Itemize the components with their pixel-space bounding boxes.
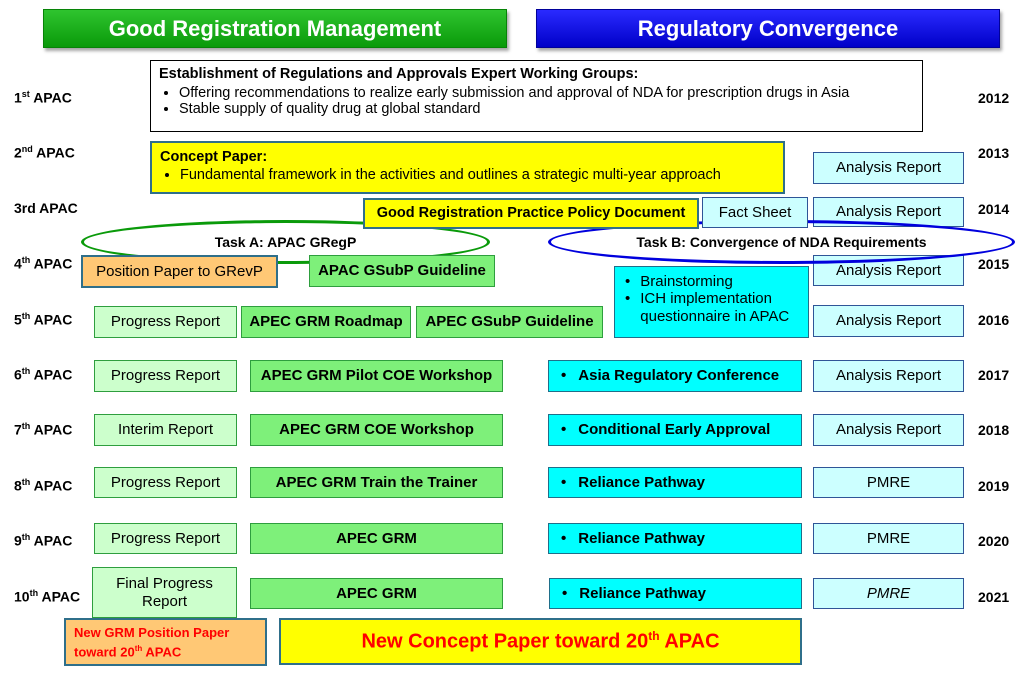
fact-sheet: Fact Sheet (702, 197, 808, 228)
year-2015: 2015 (978, 256, 1010, 272)
asia-regulatory-conference: Asia Regulatory Conference (548, 360, 802, 392)
apec-grm-coe-workshop: APEC GRM COE Workshop (250, 414, 503, 446)
task-a-ellipse (81, 220, 490, 264)
apec-grm-2021: APEC GRM (250, 578, 503, 609)
progress-report-2017: Progress Report (94, 360, 237, 392)
brainstorming-item: Brainstorming (640, 273, 733, 290)
analysis-report-2016: Analysis Report (813, 305, 964, 337)
reliance-pathway-label: Reliance Pathway (561, 474, 705, 491)
year-2012: 2012 (978, 90, 1010, 106)
progress-report-2020: Progress Report (94, 523, 237, 554)
new-grm-position-paper-line1: New GRM Position Paper (74, 625, 230, 640)
ich-questionnaire-item: ICH implementation questionnaire in APAC (640, 290, 790, 325)
reliance-pathway-2020: Reliance Pathway (548, 523, 802, 554)
year-2021: 2021 (978, 589, 1010, 605)
apec-grm-pilot-coe-workshop: APEC GRM Pilot COE Workshop (250, 360, 503, 392)
asia-regulatory-conference-label: Asia Regulatory Conference (561, 367, 779, 384)
row-label-8: 8th APAC (14, 477, 73, 494)
reliance-pathway-label: Reliance Pathway (561, 530, 705, 547)
reliance-pathway-2019: Reliance Pathway (548, 467, 802, 498)
row-label-10: 10th APAC (14, 588, 81, 605)
header-regulatory-convergence: Regulatory Convergence (536, 9, 1000, 48)
bullet-dot: • (625, 290, 631, 308)
apac-gsubp-guideline: APAC GSubP Guideline (309, 255, 495, 287)
reliance-pathway-label: Reliance Pathway (562, 585, 706, 602)
pmre-2020: PMRE (813, 523, 964, 554)
concept-paper-box: Concept Paper: Fundamental framework in … (150, 141, 785, 194)
pmre-2019: PMRE (813, 467, 964, 498)
progress-report-2019: Progress Report (94, 467, 237, 498)
new-concept-paper-label: New Concept Paper toward 20th APAC (361, 628, 720, 653)
pmre-2021: PMRE (813, 578, 964, 609)
task-b-label: Task B: Convergence of NDA Requirements (636, 234, 927, 250)
row-label-1: 1st APAC (14, 89, 72, 106)
new-grm-position-paper: New GRM Position Paper toward 20th APAC (64, 618, 267, 666)
analysis-report-2018: Analysis Report (813, 414, 964, 446)
new-concept-paper: New Concept Paper toward 20th APAC (279, 618, 802, 665)
conditional-early-approval: Conditional Early Approval (548, 414, 802, 446)
bullet-dot: • (625, 273, 631, 290)
grp-policy-document: Good Registration Practice Policy Docume… (363, 198, 699, 229)
progress-report-2016: Progress Report (94, 306, 237, 338)
apec-grm-2020: APEC GRM (250, 523, 503, 554)
establishment-title: Establishment of Regulations and Approva… (159, 66, 639, 82)
task-a-label: Task A: APAC GRegP (214, 234, 357, 250)
header-good-registration-management: Good Registration Management (43, 9, 507, 48)
year-2016: 2016 (978, 312, 1010, 328)
row-label-7: 7th APAC (14, 421, 73, 438)
reliance-pathway-2021: Reliance Pathway (549, 578, 802, 609)
year-2013: 2013 (978, 145, 1010, 161)
interim-report-2018: Interim Report (94, 414, 237, 446)
new-grm-position-paper-line2: toward 20th APAC (74, 643, 182, 660)
year-2020: 2020 (978, 533, 1010, 549)
row-label-6: 6th APAC (14, 366, 73, 383)
conditional-early-approval-label: Conditional Early Approval (561, 421, 770, 438)
concept-paper-bullet: Fundamental framework in the activities … (180, 167, 775, 184)
apec-grm-train-the-trainer: APEC GRM Train the Trainer (250, 467, 503, 498)
establishment-box: Establishment of Regulations and Approva… (150, 60, 923, 132)
row-label-3: 3rd APAC (14, 200, 78, 216)
analysis-report-2013: Analysis Report (813, 152, 964, 184)
row-label-9: 9th APAC (14, 532, 73, 549)
header-right-label: Regulatory Convergence (637, 15, 899, 41)
year-2014: 2014 (978, 201, 1010, 217)
apec-gsubp-guideline: APEC GSubP Guideline (416, 306, 603, 338)
header-left-label: Good Registration Management (108, 15, 442, 41)
position-paper-grevp: Position Paper to GRevP (81, 255, 278, 288)
establishment-bullet-2: Stable supply of quality drug at global … (179, 101, 914, 118)
final-progress-report-2021: Final Progress Report (92, 567, 237, 618)
year-2018: 2018 (978, 422, 1010, 438)
row-label-5: 5th APAC (14, 311, 73, 328)
row-label-2: 2nd APAC (14, 144, 75, 161)
year-2019: 2019 (978, 478, 1010, 494)
apec-grm-roadmap: APEC GRM Roadmap (241, 306, 411, 338)
year-2017: 2017 (978, 367, 1010, 383)
concept-paper-title: Concept Paper: (160, 149, 268, 165)
brainstorming-box: • Brainstorming • ICH implementation quest… (614, 266, 809, 338)
establishment-bullet-1: Offering recommendations to realize earl… (179, 85, 914, 102)
row-label-4: 4th APAC (14, 255, 73, 272)
analysis-report-2017: Analysis Report (813, 360, 964, 392)
